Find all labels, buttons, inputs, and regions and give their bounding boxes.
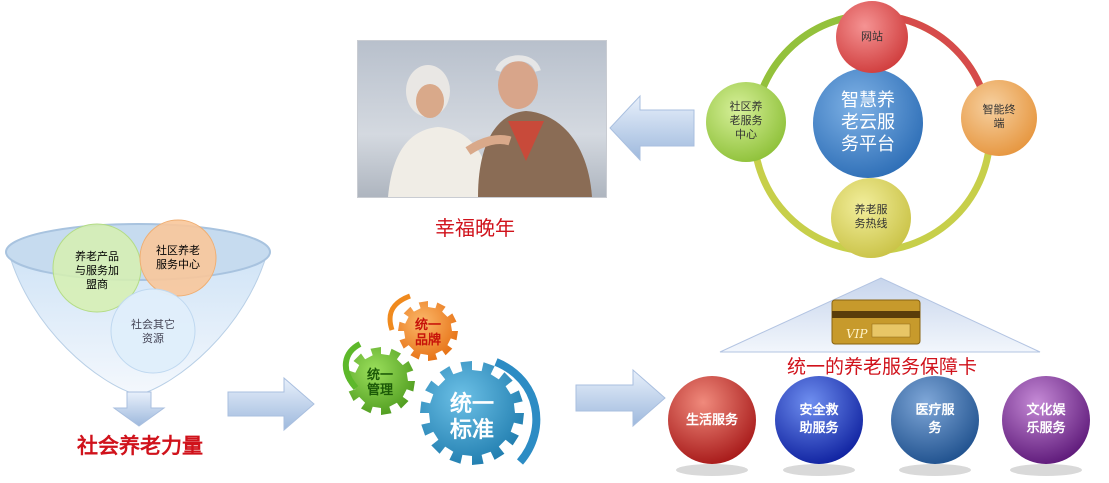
platform-center-label: 智慧养 老云服 务平台 xyxy=(841,90,895,155)
service-label-culture: 文化娱 乐服务 xyxy=(1026,403,1066,436)
funnel-caption: 社会养老力量 xyxy=(77,433,203,458)
gear-standard xyxy=(420,361,524,465)
node-right-label: 智能终 端 xyxy=(982,103,1016,130)
service-label-medical: 医疗服 务 xyxy=(915,403,955,436)
funnel-label-community: 社区养老 服务中心 xyxy=(156,244,200,271)
node-left-label: 社区养 老服务 中心 xyxy=(729,100,763,141)
elderly-couple-photo xyxy=(357,40,607,198)
gear-label-brand: 统一 品牌 xyxy=(414,318,441,348)
gear-label-management: 统一 管理 xyxy=(366,368,393,398)
service-label-safety: 安全救 助服务 xyxy=(799,403,839,436)
service-ball-4 xyxy=(1002,376,1090,464)
service-ball-shadow-1 xyxy=(676,464,748,476)
arrow-funnel-to-gears xyxy=(227,376,315,432)
node-right-circle xyxy=(961,80,1037,156)
card-vip-mark: VIP xyxy=(846,327,868,341)
service-label-life: 生活服务 xyxy=(685,413,738,428)
node-top-circle xyxy=(836,1,908,73)
node-bottom-circle xyxy=(831,178,911,258)
funnel-label-other: 社会其它 资源 xyxy=(131,318,175,345)
service-ball-1 xyxy=(668,376,756,464)
gear-label-standard: 统一 标准 xyxy=(449,392,494,443)
photo-illustration xyxy=(388,55,592,197)
funnel-circle-blue xyxy=(110,288,196,374)
funnel-label-partners: 养老产品 与服务加 盟商 xyxy=(75,250,119,291)
service-ball-3 xyxy=(891,376,979,464)
node-top-label: 网站 xyxy=(861,30,883,43)
swoosh-blue xyxy=(494,358,541,465)
arrow-gears-to-services xyxy=(575,368,666,428)
funnel-down-arrow xyxy=(112,391,166,427)
node-bottom-label: 养老服 务热线 xyxy=(854,203,888,230)
service-ball-shadow-2 xyxy=(783,464,855,476)
swoosh-orange xyxy=(387,293,411,331)
funnel-circle-orange xyxy=(139,219,217,297)
service-ball-2 xyxy=(775,376,863,464)
service-ball-shadow-3 xyxy=(899,464,971,476)
card-caption: 统一的养老服务保障卡 xyxy=(786,356,977,378)
guarantee-card-stripe xyxy=(832,311,920,318)
service-ball-shadow-4 xyxy=(1010,464,1082,476)
node-left-circle xyxy=(706,82,786,162)
swoosh-green xyxy=(343,341,362,390)
card-chip xyxy=(871,323,911,338)
gear-management xyxy=(347,347,415,415)
arrow-to-photo xyxy=(609,94,695,162)
photo-caption: 幸福晚年 xyxy=(435,216,515,240)
gear-brand xyxy=(398,301,458,361)
